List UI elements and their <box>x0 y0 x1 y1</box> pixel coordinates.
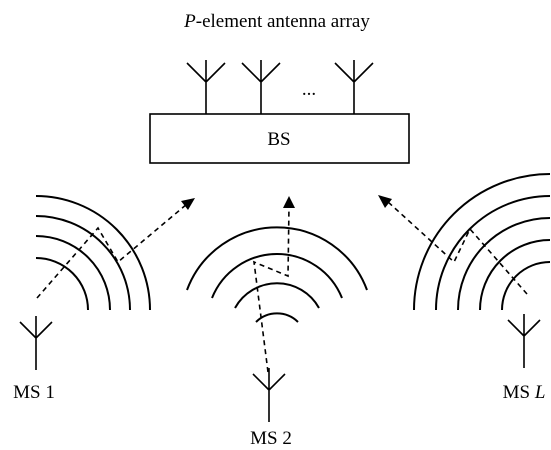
bs-antenna-p <box>334 60 374 114</box>
bs-antenna-1 <box>186 60 226 114</box>
wavefronts-msl <box>413 173 551 311</box>
msl-label: MS L <box>503 382 546 403</box>
ms2-label: MS 2 <box>250 428 292 449</box>
wavefronts-ms2 <box>186 226 368 323</box>
bs-antenna-2 <box>241 60 281 114</box>
ms2-antenna-icon <box>252 368 286 422</box>
title-text: -element antenna array <box>196 11 371 32</box>
antenna-ellipsis: ... <box>302 79 316 100</box>
multipath-ms1 <box>36 198 195 299</box>
diagram-title: P-element antenna array <box>183 11 370 32</box>
ms1-antenna-icon <box>19 316 53 370</box>
multipath-ms2 <box>253 196 295 373</box>
wavefronts-ms1 <box>35 195 151 311</box>
multipath-msl <box>378 195 528 295</box>
ms1-label: MS 1 <box>13 382 55 403</box>
base-station-label: BS <box>267 129 290 150</box>
msl-antenna-icon <box>507 314 541 368</box>
base-station-box <box>149 113 410 164</box>
title-variable: P <box>183 11 196 32</box>
